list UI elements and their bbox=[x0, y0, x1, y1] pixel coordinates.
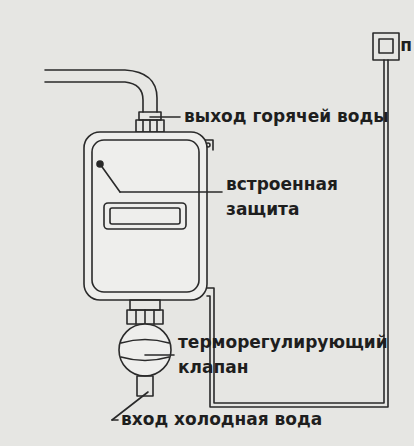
leader-line bbox=[120, 191, 222, 193]
inlet-neck bbox=[130, 300, 160, 310]
socket-label: п bbox=[400, 33, 412, 58]
valve-label: терморегулирующий клапан bbox=[178, 330, 406, 380]
protection-label: встроенная защита bbox=[226, 172, 376, 222]
hot-water-hose bbox=[45, 70, 157, 112]
leader-line bbox=[100, 164, 120, 192]
heater-body bbox=[84, 132, 207, 300]
inlet-label: вход холодная вода bbox=[121, 407, 322, 432]
valve-band bbox=[121, 340, 169, 361]
hot-water-hose bbox=[45, 82, 143, 112]
display-window bbox=[110, 208, 180, 224]
leader-line bbox=[112, 419, 118, 421]
leader-line bbox=[150, 116, 180, 118]
outlet-nut bbox=[136, 120, 164, 132]
outlet-label: выход горячей воды bbox=[184, 104, 389, 129]
heater-front bbox=[92, 140, 199, 292]
outlet-nut bbox=[139, 112, 161, 120]
leader-line bbox=[145, 354, 174, 356]
thermo-valve bbox=[119, 324, 171, 376]
inlet-nut bbox=[127, 310, 163, 324]
power-socket-face bbox=[379, 39, 393, 53]
display bbox=[104, 203, 186, 229]
cold-inlet bbox=[137, 376, 153, 396]
power-socket bbox=[373, 33, 399, 60]
